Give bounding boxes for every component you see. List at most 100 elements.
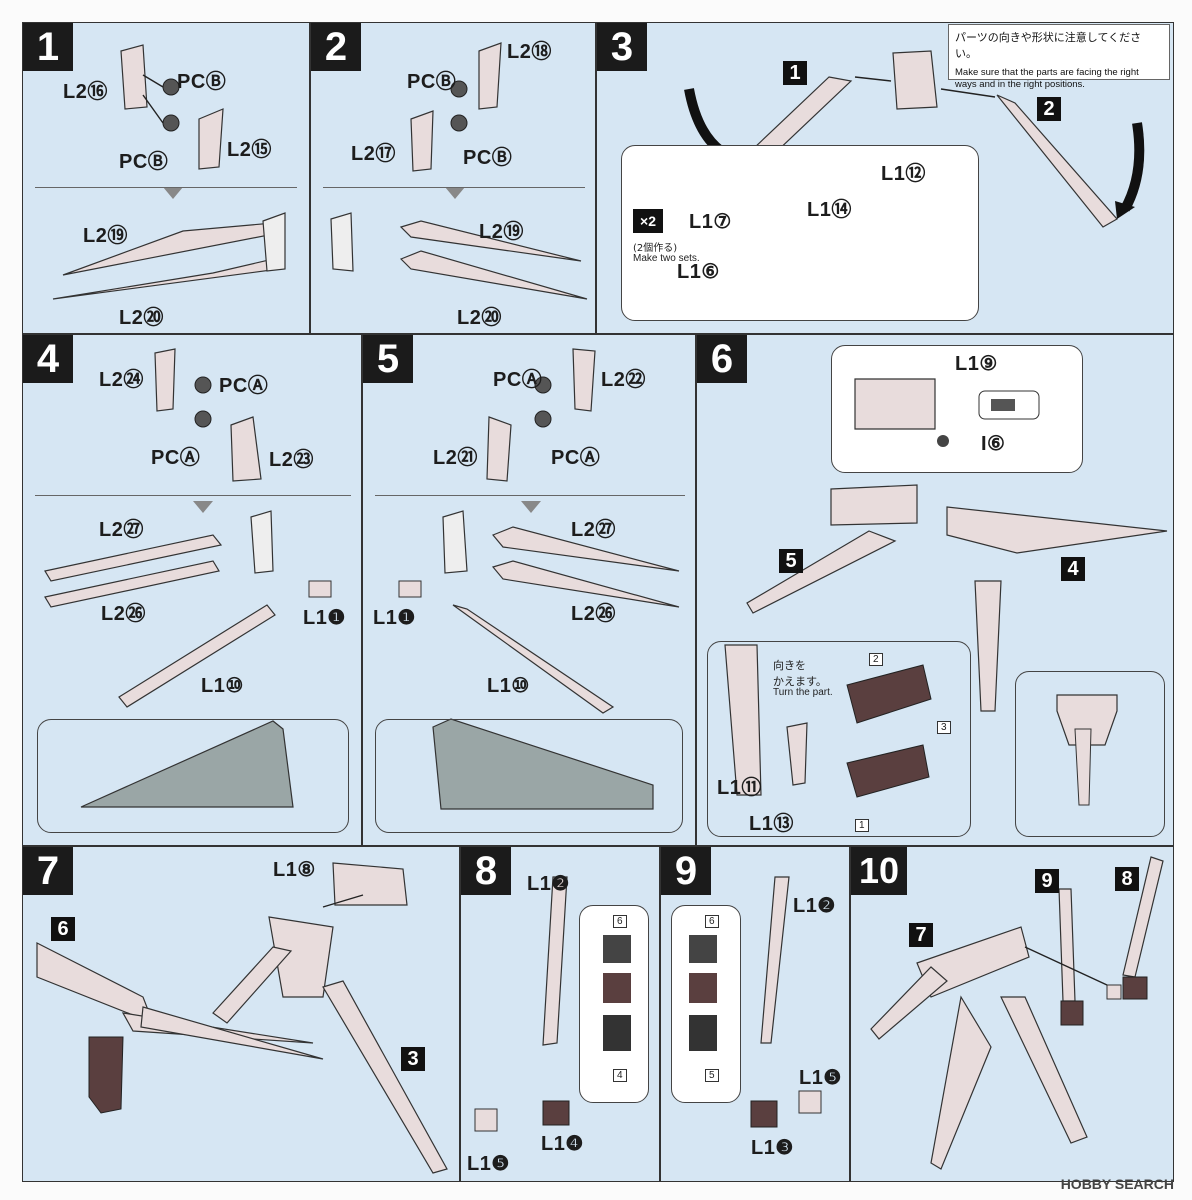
turn-note-jp: 向きを かえます。 [773,659,827,688]
part-label: L1❺ [799,1067,842,1089]
part-label: L1❷ [793,895,836,917]
sets-badge: ×2 [633,209,663,233]
step-1-diagram [52,44,286,300]
step-number: 9 [661,847,711,895]
part-label: L1❸ [751,1137,794,1159]
step-number: 7 [23,847,73,895]
part-label: L1⑭ [807,199,852,221]
part-label: L1❶ [303,607,346,629]
part-label: PCⒷ [463,147,513,169]
view-marker: 5 [705,1069,719,1082]
part-label: L2⑯ [63,81,108,103]
sets-note-en: Make two sets. [633,253,700,264]
ref-marker: 6 [51,917,75,941]
part-label: L1⑪ [717,777,762,799]
step-9-diagram [689,876,822,1128]
part-label: L2㉗ [571,519,616,541]
ref-marker: 3 [401,1047,425,1071]
step-number: 4 [23,335,73,383]
step-6-panel: 6 5 4 L1⑨ I⑥ L1⑪ L1⑬ 向きを かえます。 Turn the … [696,334,1174,846]
part-label: L2⑲ [479,221,524,243]
view-marker: 3 [937,721,951,734]
part-label: L2⑲ [83,225,128,247]
caution-note: パーツの向きや形状に注意してください。 Make sure that the p… [948,24,1170,90]
step-number: 5 [363,335,413,383]
turn-note-en: Turn the part. [773,687,833,698]
step-number: 8 [461,847,511,895]
part-label: L2⑮ [227,139,272,161]
part-label: L2⑰ [351,143,396,165]
part-label: L1⑩ [487,675,530,697]
step-number: 1 [23,23,73,71]
result-preview [375,719,683,833]
part-label: L2㉖ [101,603,146,625]
part-label: L2⑱ [507,41,552,63]
step-7-panel: 7 6 3 L1⑧ [22,846,460,1182]
ref-marker: 2 [1037,97,1061,121]
hobby-search-watermark: HOBBY SEARCH [1060,1176,1174,1192]
part-label: L2㉖ [571,603,616,625]
part-label: L2⑳ [119,307,164,329]
caution-en: Make sure that the parts are facing the … [955,67,1139,90]
part-label: L1❷ [527,873,570,895]
step-9-panel: 9 L1❷ L1❺ L1❸ 6 5 [660,846,850,1182]
ref-marker: 4 [1061,557,1085,581]
part-label: L1⑬ [749,813,794,835]
step-4-diagram [44,348,332,808]
part-label: L1❹ [541,1133,584,1155]
part-label: PCⒶ [551,447,601,469]
step-6-diagram [724,378,1168,806]
ref-marker: 5 [779,549,803,573]
part-label: L1⑫ [881,163,926,185]
part-label: L2㉗ [99,519,144,541]
part-label: L1⑨ [955,353,998,375]
part-label: L2㉔ [99,369,144,391]
caution-jp: パーツの向きや形状に注意してください。 [955,31,1142,60]
part-label: L2㉑ [433,447,478,469]
turn-callout [707,641,971,837]
subassembly-callout [621,145,979,321]
part-label: L1⑧ [273,859,316,881]
sets-note-jp: (2個作る) [633,243,678,254]
step-number: 10 [851,847,907,895]
step-7-diagram [36,862,448,1174]
part-label: L1⑩ [201,675,244,697]
ref-marker: 7 [909,923,933,947]
step-8-diagram [474,876,631,1132]
step-10-panel: 10 7 9 8 [850,846,1174,1182]
part-label: L2㉒ [601,369,646,391]
step-number: 2 [311,23,361,71]
view-marker: 1 [855,819,869,832]
step-5-panel: 5 PCⒶ L2㉒ L2㉑ PCⒶ L2㉗ L1❶ L2㉖ L1⑩ [362,334,696,846]
part-label: L1⑥ [677,261,720,283]
view-marker: 4 [613,1069,627,1082]
part-label: L1❶ [373,607,416,629]
step-5-diagram [398,348,680,810]
part-label: L1❺ [467,1153,510,1175]
ref-marker: 8 [1115,867,1139,891]
part-label: PCⒷ [407,71,457,93]
view-marker: 2 [869,653,883,666]
step-4-panel: 4 L2㉔ PCⒶ PCⒶ L2㉓ L2㉗ L2㉖ L1❶ L1⑩ [22,334,362,846]
part-label: I⑥ [981,433,1006,455]
part-label: PCⒷ [177,71,227,93]
part-label: L1⑦ [689,211,732,233]
view-marker: 6 [705,915,719,928]
part-label: L2⑳ [457,307,502,329]
step-10-diagram [870,856,1164,1170]
step-2-diagram [330,42,588,300]
ref-marker: 1 [783,61,807,85]
step-2-panel: 2 L2⑱ PCⒷ L2⑰ PCⒷ L2⑲ L2⑳ [310,22,596,334]
step-number: 3 [597,23,647,71]
view-marker: 6 [613,915,627,928]
part-label: PCⒷ [119,151,169,173]
step-8-panel: 8 L1❷ L1❹ L1❺ 6 4 [460,846,660,1182]
result-preview [37,719,349,833]
step-1-panel: 1 L2⑯ PCⒷ PCⒷ L2⑮ L2⑲ L2⑳ [22,22,310,334]
part-label: PCⒶ [493,369,543,391]
step-number: 6 [697,335,747,383]
part-label: PCⒶ [151,447,201,469]
part-label: PCⒶ [219,375,269,397]
part-label: L2㉓ [269,449,314,471]
